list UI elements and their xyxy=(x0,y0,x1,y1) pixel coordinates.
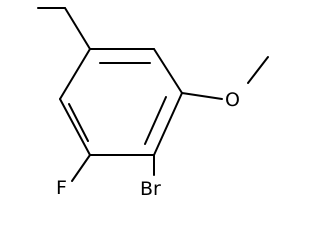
oxygen-label: O xyxy=(225,89,240,111)
bond-ring-fluorine xyxy=(71,154,91,182)
molecule-structure: O F Br xyxy=(37,7,269,200)
bromine-label: Br xyxy=(140,178,161,200)
ring-bond-top-left xyxy=(59,48,91,100)
bonds xyxy=(37,7,269,182)
atom-labels: O F Br xyxy=(56,89,240,200)
fluorine-label: F xyxy=(56,177,67,199)
ring-bond-bottom-left xyxy=(59,98,91,156)
ring-inner-bond-left xyxy=(68,103,89,142)
ring-bond-bottom-right xyxy=(153,92,183,156)
ring-bond-top-right xyxy=(153,48,183,94)
bond-oxygen-methyl xyxy=(247,56,269,84)
bond-ch2-ring xyxy=(64,7,91,50)
ring-inner-bond-right xyxy=(144,96,167,145)
bond-ring-oxygen xyxy=(181,92,223,100)
